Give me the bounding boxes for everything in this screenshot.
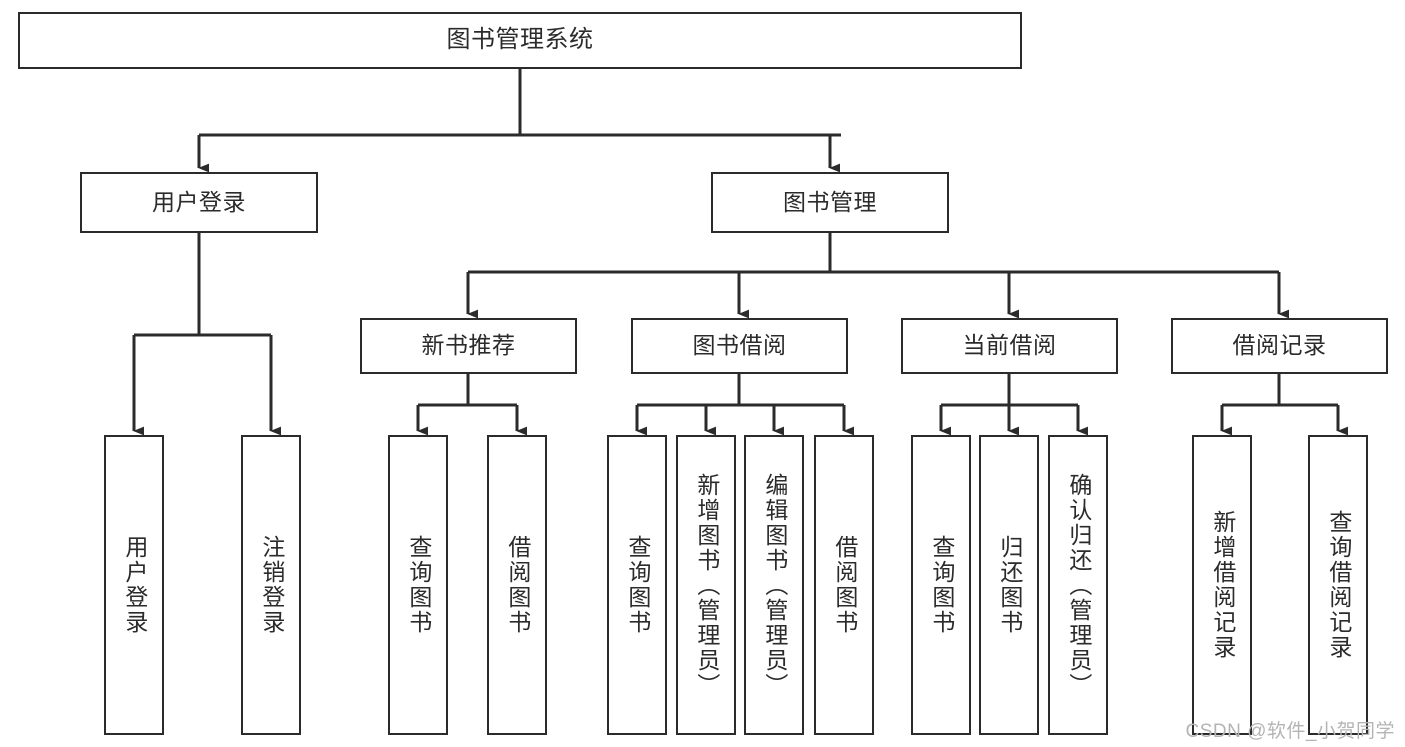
- node-leaf-query-book-current[interactable]: 查询图书: [911, 435, 971, 735]
- node-label: 查询借阅记录: [1325, 510, 1352, 660]
- node-leaf-query-book-recommend[interactable]: 查询图书: [388, 435, 448, 735]
- node-label: 注销登录: [258, 535, 285, 635]
- node-label: 确认归还（管理员）: [1065, 472, 1092, 698]
- node-leaf-add-borrow-record[interactable]: 新增借阅记录: [1192, 435, 1252, 735]
- node-leaf-query-book-borrow[interactable]: 查询图书: [607, 435, 667, 735]
- node-leaf-user-login[interactable]: 用户登录: [104, 435, 164, 735]
- node-label: 用户登录: [121, 535, 148, 635]
- node-current-borrow[interactable]: 当前借阅: [901, 318, 1118, 374]
- node-leaf-logout[interactable]: 注销登录: [241, 435, 301, 735]
- node-user-login[interactable]: 用户登录: [80, 172, 318, 233]
- node-label: 借阅图书: [504, 535, 531, 635]
- node-label: 新书推荐: [421, 332, 516, 359]
- node-book-borrow[interactable]: 图书借阅: [631, 318, 848, 374]
- node-leaf-add-book-admin[interactable]: 新增图书（管理员）: [676, 435, 736, 735]
- node-leaf-borrow-book-recommend[interactable]: 借阅图书: [487, 435, 547, 735]
- node-label: 归还图书: [996, 535, 1023, 635]
- node-label: 借阅记录: [1232, 332, 1327, 359]
- node-leaf-return-book[interactable]: 归还图书: [979, 435, 1039, 735]
- node-label: 查询图书: [624, 535, 651, 635]
- node-leaf-borrow-book[interactable]: 借阅图书: [814, 435, 874, 735]
- node-label: 编辑图书（管理员）: [761, 472, 788, 698]
- node-label: 当前借阅: [962, 332, 1057, 359]
- node-leaf-confirm-return-admin[interactable]: 确认归还（管理员）: [1048, 435, 1108, 735]
- node-label: 借阅图书: [831, 535, 858, 635]
- node-label: 查询图书: [405, 535, 432, 635]
- node-label: 图书管理系统: [446, 26, 594, 54]
- node-book-management[interactable]: 图书管理: [711, 172, 949, 233]
- node-root-book-management-system[interactable]: 图书管理系统: [18, 12, 1022, 69]
- node-leaf-query-borrow-record[interactable]: 查询借阅记录: [1308, 435, 1368, 735]
- node-leaf-edit-book-admin[interactable]: 编辑图书（管理员）: [744, 435, 804, 735]
- node-label: 查询图书: [928, 535, 955, 635]
- node-label: 新增图书（管理员）: [693, 472, 720, 698]
- node-borrow-record[interactable]: 借阅记录: [1171, 318, 1388, 374]
- node-label: 新增借阅记录: [1209, 510, 1236, 660]
- node-label: 图书管理: [783, 188, 877, 215]
- node-label: 图书借阅: [692, 332, 787, 359]
- csdn-watermark: CSDN @软件_小贺同学: [1185, 721, 1395, 742]
- node-new-book-recommendation[interactable]: 新书推荐: [360, 318, 577, 374]
- node-label: 用户登录: [152, 188, 246, 215]
